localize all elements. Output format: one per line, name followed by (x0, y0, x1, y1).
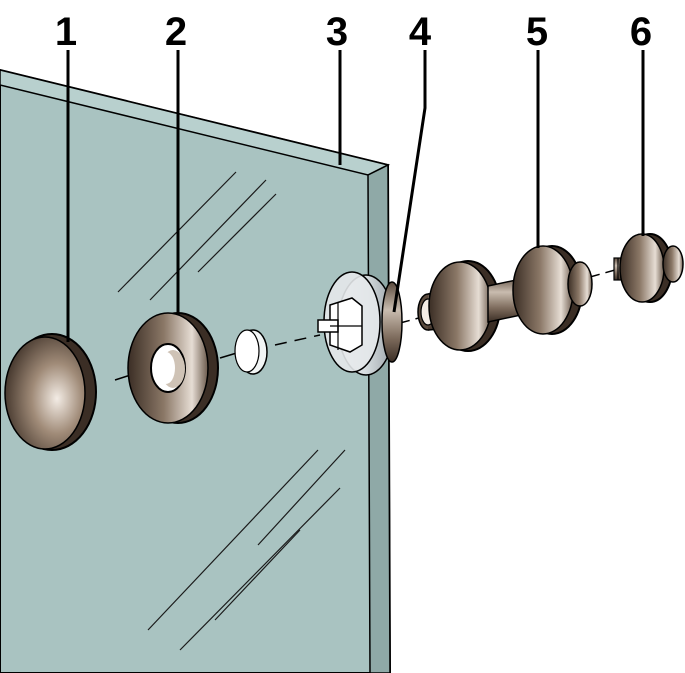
part-1-cover-cap (4, 333, 97, 451)
callout-2: 2 (165, 10, 187, 54)
part-4-bushing (317, 271, 403, 376)
part-6-nut (613, 233, 684, 303)
callout-1: 1 (55, 10, 77, 54)
part-2-washer (127, 312, 219, 424)
callout-numbers: 1 2 3 4 5 6 (55, 10, 652, 54)
callout-5: 5 (526, 10, 548, 54)
callout-leaders (66, 50, 645, 342)
callout-6: 6 (630, 10, 652, 54)
part-5-bolt-assembly (417, 245, 593, 352)
callout-4: 4 (409, 10, 432, 54)
glass-hole (234, 329, 268, 375)
callout-3: 3 (326, 10, 348, 54)
leader-4 (392, 50, 427, 313)
